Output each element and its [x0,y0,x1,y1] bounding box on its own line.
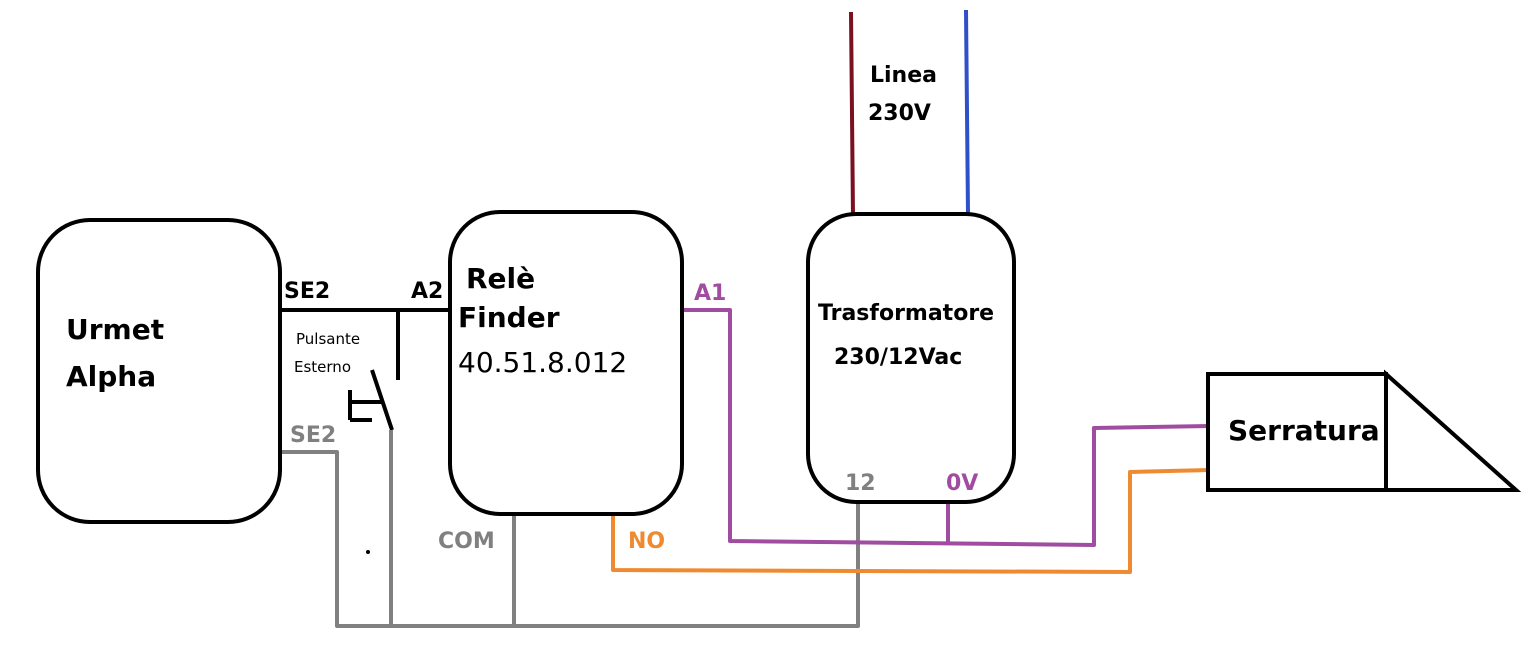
linea-label-line1: Linea [870,63,937,88]
purple-a1-wire [680,308,1212,547]
urmet-label-line2: Alpha [66,360,156,393]
orange-no-wire [611,468,1212,574]
terminal-a2: A2 [411,279,443,304]
pulsante-label-line2: Esterno [294,358,351,376]
terminal-0v: 0V [946,471,978,496]
trasformatore-label-line2: 230/12Vac [834,345,962,370]
push-button-symbol [348,310,400,431]
terminal-no: NO [628,529,665,554]
terminal-se2-top: SE2 [284,279,330,304]
terminal-com: COM [438,529,495,554]
urmet-alpha-box [36,218,282,524]
rele-label-line1: Relè [466,262,535,295]
terminal-12: 12 [845,471,876,496]
trasformatore-box [806,212,1016,504]
mains-phase-wire [849,11,855,217]
mains-neutral-wire [964,9,970,215]
rele-label-line2: Finder [458,301,560,334]
urmet-label-line1: Urmet [66,313,164,346]
terminal-a1: A1 [694,281,726,306]
rele-label-line3: 40.51.8.012 [458,346,627,379]
rele-finder-box [448,210,684,516]
serratura-bolt [1384,369,1522,492]
pulsante-label-line1: Pulsante [296,330,360,348]
gray-common-wire [280,450,860,628]
trasformatore-label-line1: Trasformatore [818,301,994,326]
linea-label-line2: 230V [868,101,931,126]
serratura-label: Serratura [1228,414,1380,447]
terminal-se2-bottom: SE2 [290,423,336,448]
stray-dot [366,550,370,554]
